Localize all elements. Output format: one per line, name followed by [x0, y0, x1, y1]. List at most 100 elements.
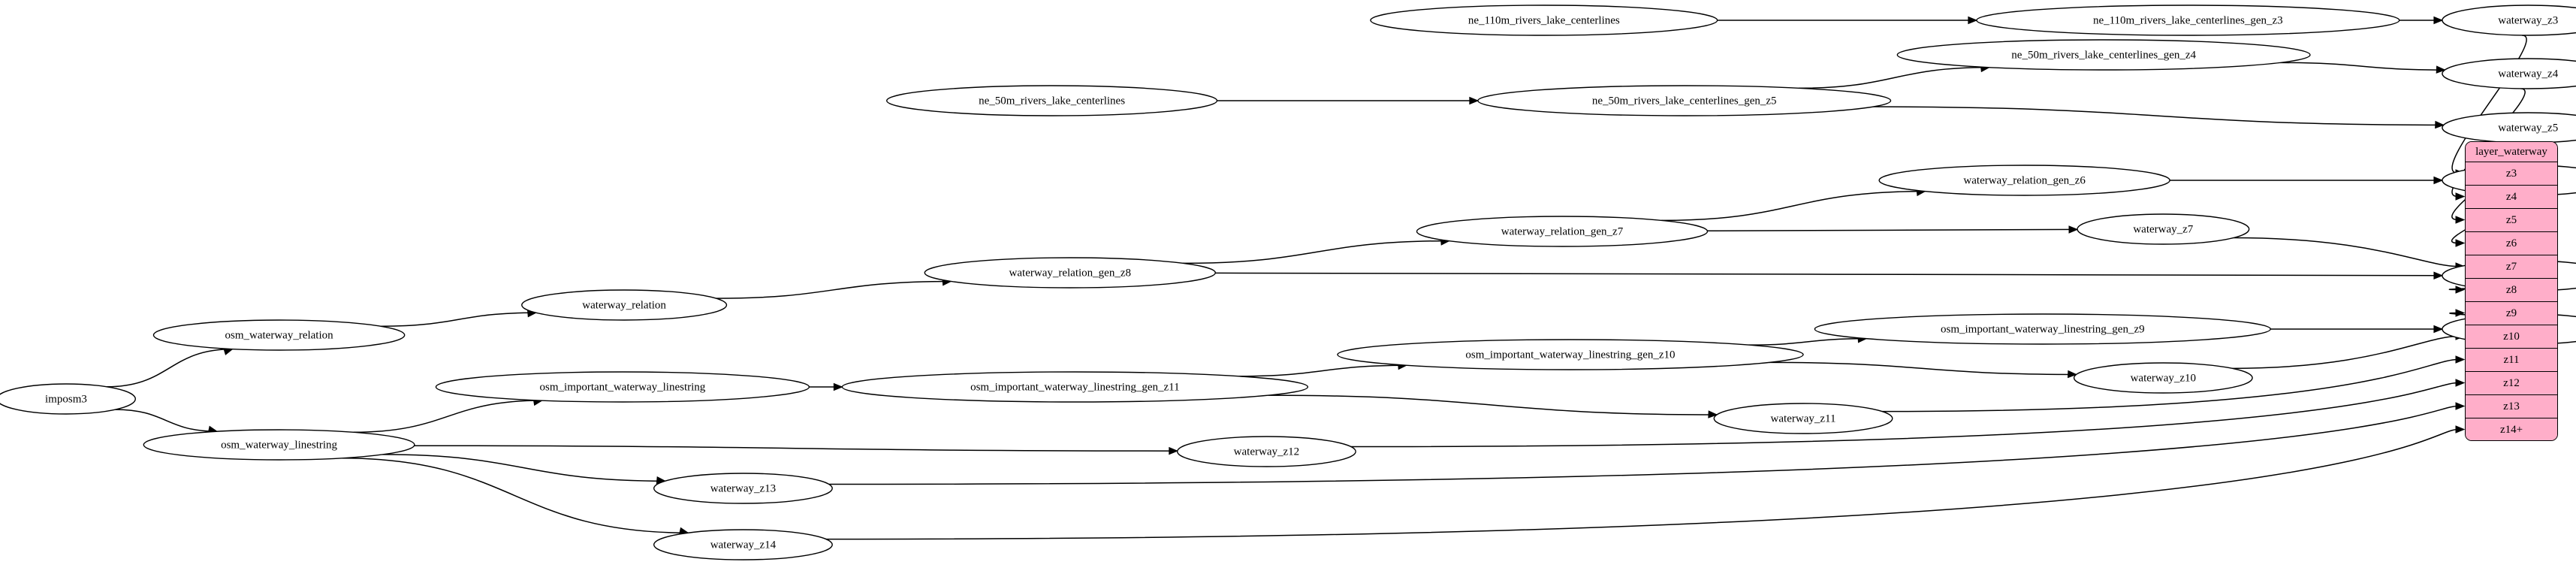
- node-waterway_z7[interactable]: waterway_z7: [2077, 213, 2250, 245]
- node-label: waterway_z14: [710, 539, 777, 551]
- node-shape: [1176, 436, 1356, 467]
- node-waterway_relation_gen_z8[interactable]: waterway_relation_gen_z8: [924, 257, 1216, 289]
- layer-row-z9[interactable]: z9: [2466, 302, 2557, 325]
- layer-row-z6[interactable]: z6: [2466, 232, 2557, 255]
- node-shape: [653, 473, 833, 504]
- edge-arrowhead: [2433, 271, 2444, 279]
- node-waterway_relation_gen_z7[interactable]: waterway_relation_gen_z7: [1416, 216, 1709, 247]
- node-ne_50m_rivers_lake_centerlines_gen_z5[interactable]: ne_50m_rivers_lake_centerlines_gen_z5: [1477, 85, 1892, 116]
- node-waterway_z12[interactable]: waterway_z12: [1176, 436, 1356, 467]
- node-label: osm_waterway_linestring: [221, 439, 337, 451]
- node-label: osm_important_waterway_linestring_gen_z1…: [1465, 349, 1675, 361]
- edge-waterway_z7-to-layer_z7: [2233, 237, 2459, 267]
- node-shape: [143, 429, 415, 461]
- node-osm_important_waterway_linestring[interactable]: osm_important_waterway_linestring: [435, 371, 810, 403]
- node-label: osm_important_waterway_linestring_gen_z1…: [970, 381, 1180, 393]
- edge-imposm3-to-osm_waterway_linestring: [115, 409, 217, 432]
- edge-osm_waterway_relation-to-waterway_relation: [380, 312, 536, 327]
- node-waterway_z5[interactable]: waterway_z5: [2442, 112, 2576, 144]
- edge-arrowhead: [2455, 192, 2466, 201]
- node-ne_50m_rivers_lake_centerlines_gen_z4[interactable]: ne_50m_rivers_lake_centerlines_gen_z4: [1896, 39, 2311, 71]
- node-shape: [1477, 85, 1892, 116]
- layer-row-z3[interactable]: z3: [2466, 162, 2557, 186]
- node-waterway_z11[interactable]: waterway_z11: [1713, 403, 1893, 434]
- node-shape: [1370, 5, 1718, 36]
- node-osm_important_waterway_linestring_gen_z9[interactable]: osm_important_waterway_linestring_gen_z9: [1814, 313, 2271, 345]
- edge-osm_important_waterway_linestring_gen_z10-to-osm_important_waterway_linestring_gen_z9: [1748, 337, 1867, 346]
- layer-row-z7[interactable]: z7: [2466, 255, 2557, 279]
- edge-waterway_relation_gen_z8-to-waterway_relation_gen_z7: [1182, 240, 1449, 264]
- node-waterway_relation_gen_z6[interactable]: waterway_relation_gen_z6: [1878, 165, 2170, 196]
- layer-row-z11[interactable]: z11: [2466, 349, 2557, 372]
- node-waterway_z14[interactable]: waterway_z14: [653, 529, 833, 560]
- node-label: imposm3: [45, 393, 87, 405]
- edge-arrowhead: [833, 382, 843, 391]
- edge-osm_waterway_linestring-to-waterway_z14: [341, 458, 689, 533]
- edge-waterway_z12-to-layer_z12: [1350, 382, 2459, 448]
- node-osm_waterway_linestring[interactable]: osm_waterway_linestring: [143, 429, 415, 461]
- edge-arrowhead: [2455, 216, 2466, 224]
- edge-arrowhead: [2455, 239, 2466, 247]
- edge-ne_50m_rivers_lake_centerlines_gen_z4-to-waterway_z4: [2280, 62, 2445, 71]
- layer-row-z5[interactable]: z5: [2466, 209, 2557, 232]
- node-shape: [435, 371, 810, 403]
- node-label: ne_110m_rivers_lake_centerlines: [1468, 14, 1620, 26]
- edge-arrowhead: [1708, 410, 1718, 418]
- node-osm_important_waterway_linestring_gen_z11[interactable]: osm_important_waterway_linestring_gen_z1…: [841, 371, 1309, 403]
- node-label: waterway_z7: [2133, 223, 2193, 235]
- node-waterway_relation[interactable]: waterway_relation: [521, 289, 728, 321]
- node-label: waterway_z5: [2498, 122, 2558, 134]
- edge-arrowhead: [1169, 446, 1179, 455]
- node-ne_50m_rivers_lake_centerlines[interactable]: ne_50m_rivers_lake_centerlines: [886, 85, 1218, 116]
- nodes-layer: imposm3 osm_waterway_relation osm_waterway…: [0, 5, 2576, 560]
- node-shape: [841, 371, 1309, 403]
- node-label: osm_waterway_relation: [225, 329, 334, 341]
- layer-row-z10[interactable]: z10: [2466, 325, 2557, 349]
- layer-row-z12[interactable]: z12: [2466, 372, 2557, 395]
- node-shape: [886, 85, 1218, 116]
- edge-arrowhead: [2455, 379, 2466, 387]
- node-shape: [2077, 213, 2250, 245]
- layer-row-z13[interactable]: z13: [2466, 395, 2557, 418]
- node-label: waterway_z13: [710, 482, 776, 494]
- node-shape: [1337, 339, 1804, 370]
- node-label: ne_50m_rivers_lake_centerlines: [979, 95, 1125, 107]
- layer-row-z14plus[interactable]: z14+: [2466, 418, 2557, 440]
- node-osm_waterway_relation[interactable]: osm_waterway_relation: [152, 319, 406, 351]
- node-imposm3[interactable]: imposm3: [0, 383, 136, 415]
- edge-arrowhead: [2067, 370, 2078, 379]
- edge-arrowhead: [2433, 16, 2444, 25]
- node-shape: [1896, 39, 2311, 71]
- edge-arrowhead: [2455, 309, 2466, 317]
- edge-waterway_relation_gen_z7-to-waterway_z7: [1707, 228, 2078, 232]
- node-waterway_z13[interactable]: waterway_z13: [653, 473, 833, 504]
- node-shape: [1814, 313, 2271, 345]
- edge-waterway_z13-to-layer_z13: [828, 405, 2459, 485]
- node-shape: [1416, 216, 1709, 247]
- node-shape: [1713, 403, 1893, 434]
- node-shape: [0, 383, 136, 415]
- node-waterway_z3[interactable]: waterway_z3: [2442, 5, 2576, 36]
- edge-arrowhead: [2068, 225, 2079, 234]
- node-ne_110m_rivers_lake_centerlines[interactable]: ne_110m_rivers_lake_centerlines: [1370, 5, 1718, 36]
- edge-waterway_relation_gen_z7-to-waterway_relation_gen_z6: [1661, 190, 1926, 222]
- edge-arrowhead: [2433, 325, 2444, 334]
- edge-ne_50m_rivers_lake_centerlines_gen_z5-to-ne_50m_rivers_lake_centerlines_gen_z4: [1799, 66, 1989, 89]
- node-label: ne_110m_rivers_lake_centerlines_gen_z3: [2093, 14, 2283, 26]
- node-shape: [2073, 362, 2253, 394]
- layer-row-z4[interactable]: z4: [2466, 186, 2557, 209]
- node-ne_110m_rivers_lake_centerlines_gen_z3[interactable]: ne_110m_rivers_lake_centerlines_gen_z3: [1976, 5, 2400, 36]
- node-shape: [521, 289, 728, 321]
- layer-row-z8[interactable]: z8: [2466, 279, 2557, 302]
- node-label: waterway_z12: [1234, 446, 1299, 458]
- node-osm_important_waterway_linestring_gen_z10[interactable]: osm_important_waterway_linestring_gen_z1…: [1337, 339, 1804, 370]
- node-waterway_z4[interactable]: waterway_z4: [2442, 58, 2576, 89]
- edge-waterway_z3-to-layer_z3: [2451, 35, 2527, 174]
- edge-arrowhead: [2455, 286, 2466, 294]
- edge-waterway_relation-to-waterway_relation_gen_z8: [716, 280, 952, 299]
- node-label: waterway_z4: [2498, 68, 2558, 80]
- node-shape: [1976, 5, 2400, 36]
- node-waterway_z10[interactable]: waterway_z10: [2073, 362, 2253, 394]
